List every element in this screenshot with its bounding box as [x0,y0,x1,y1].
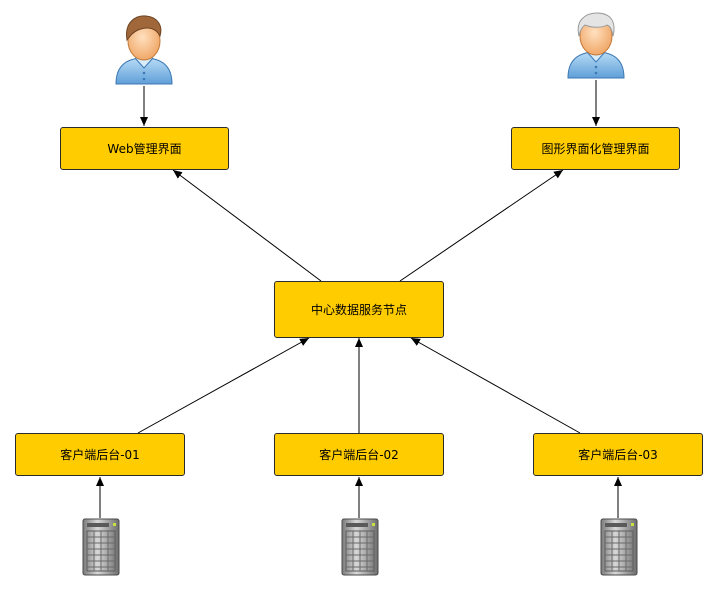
server-tower-icon [82,518,120,576]
server-tower-icon [600,518,638,576]
edge-center-to-web [172,169,322,282]
edge-center-to-gui [399,169,564,282]
client-backend-node-02: 客户端后台-02 [274,433,444,476]
client-backend-node-01: 客户端后台-01 [15,433,185,476]
user-gray-hair-icon [567,12,625,79]
central-data-service-node: 中心数据服务节点 [274,281,444,338]
edge-client1-to-center [137,337,310,434]
user-brown-hair-icon [115,15,173,85]
server-tower-icon [341,518,379,576]
gui-admin-node: 图形界面化管理界面 [511,127,680,170]
client-backend-node-03: 客户端后台-03 [533,433,703,476]
edge-client3-to-center [410,337,581,434]
web-admin-node: Web管理界面 [60,127,229,170]
